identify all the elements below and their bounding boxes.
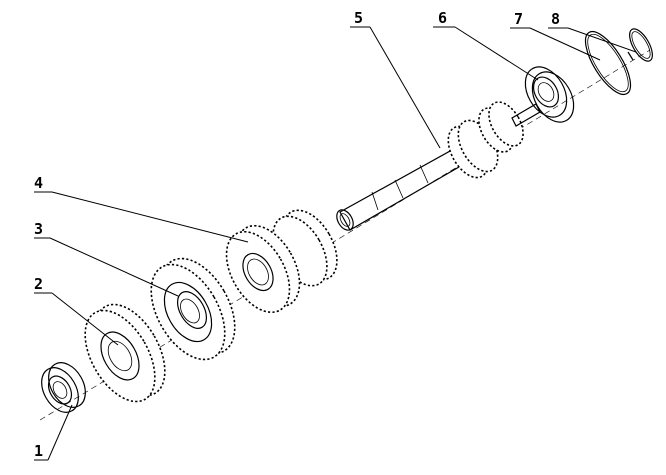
label-part-7: 7 [514, 10, 523, 28]
part-8-snap-ring [627, 28, 653, 62]
label-part-5: 5 [354, 9, 363, 27]
label-part-3: 3 [34, 220, 43, 238]
leader-lines [34, 26, 637, 461]
part-6-bearing-top [524, 66, 575, 123]
label-part-8: 8 [551, 10, 560, 28]
label-part-6: 6 [438, 9, 447, 27]
part-1-bearing-bottom [41, 362, 86, 413]
part-3-large-gear [150, 257, 236, 361]
label-part-4: 4 [34, 174, 43, 192]
label-part-1: 1 [34, 442, 43, 460]
part-7-retaining-ring [584, 30, 632, 96]
label-part-2: 2 [34, 275, 43, 293]
center-axis-line [39, 49, 651, 421]
part-4-cluster-gear [225, 209, 338, 314]
part-5-shaft [336, 101, 541, 231]
